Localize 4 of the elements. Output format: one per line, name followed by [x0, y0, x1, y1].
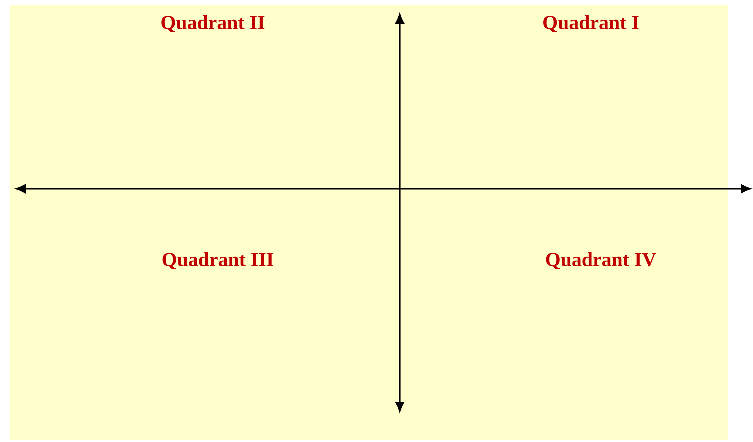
- quadrant-label: Quadrant III: [162, 252, 274, 270]
- quadrant-label: Quadrant IV: [546, 252, 656, 270]
- quadrant-label: Quadrant II: [162, 15, 265, 33]
- quadrant-label: Quadrant I: [544, 15, 639, 33]
